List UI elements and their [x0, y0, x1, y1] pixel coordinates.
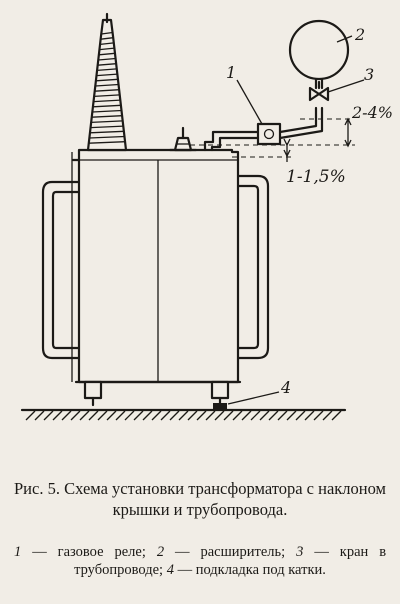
legend-item: 3 — кран в трубопроводе; — [74, 544, 387, 578]
expander — [288, 19, 350, 90]
label-valve: 3 — [364, 65, 374, 84]
legend-item: 4 — подкладка под катки. — [166, 562, 326, 578]
label-pad: 4 — [280, 378, 291, 397]
lv-bushing — [168, 126, 198, 152]
label-expander: 2 — [354, 25, 365, 44]
transformer-diagram: 1 2 3 4 2-4% 1-1,5% — [20, 12, 393, 421]
gas-relay — [256, 122, 282, 146]
valve — [308, 76, 330, 102]
hv-bushing — [86, 12, 128, 152]
slope-references — [190, 117, 355, 162]
legend-item: 1 — газовое реле; — [14, 544, 146, 560]
roller-pad — [213, 403, 227, 409]
label-cover-slope: 1-1,5% — [286, 167, 346, 187]
label-relay: 1 — [226, 63, 236, 82]
rollers — [83, 380, 230, 407]
caption-title: Рис. 5. Схема установки трансформатора с… — [14, 479, 386, 519]
transformer-tank — [71, 148, 242, 384]
connecting-pipe — [203, 106, 324, 152]
figure-legend: 1 — газовое реле; 2 — расширитель; 3 — к… — [14, 543, 386, 579]
legend-item: 2 — расширитель; — [156, 544, 286, 560]
left-cooling-tube — [41, 180, 80, 360]
right-cooling-tube — [236, 174, 270, 360]
leader-lines — [227, 35, 365, 405]
ground — [20, 408, 347, 421]
label-pipe-slope: 2-4% — [351, 103, 393, 122]
figure-caption: Рис. 5. Схема установки трансформатора с… — [14, 478, 386, 520]
